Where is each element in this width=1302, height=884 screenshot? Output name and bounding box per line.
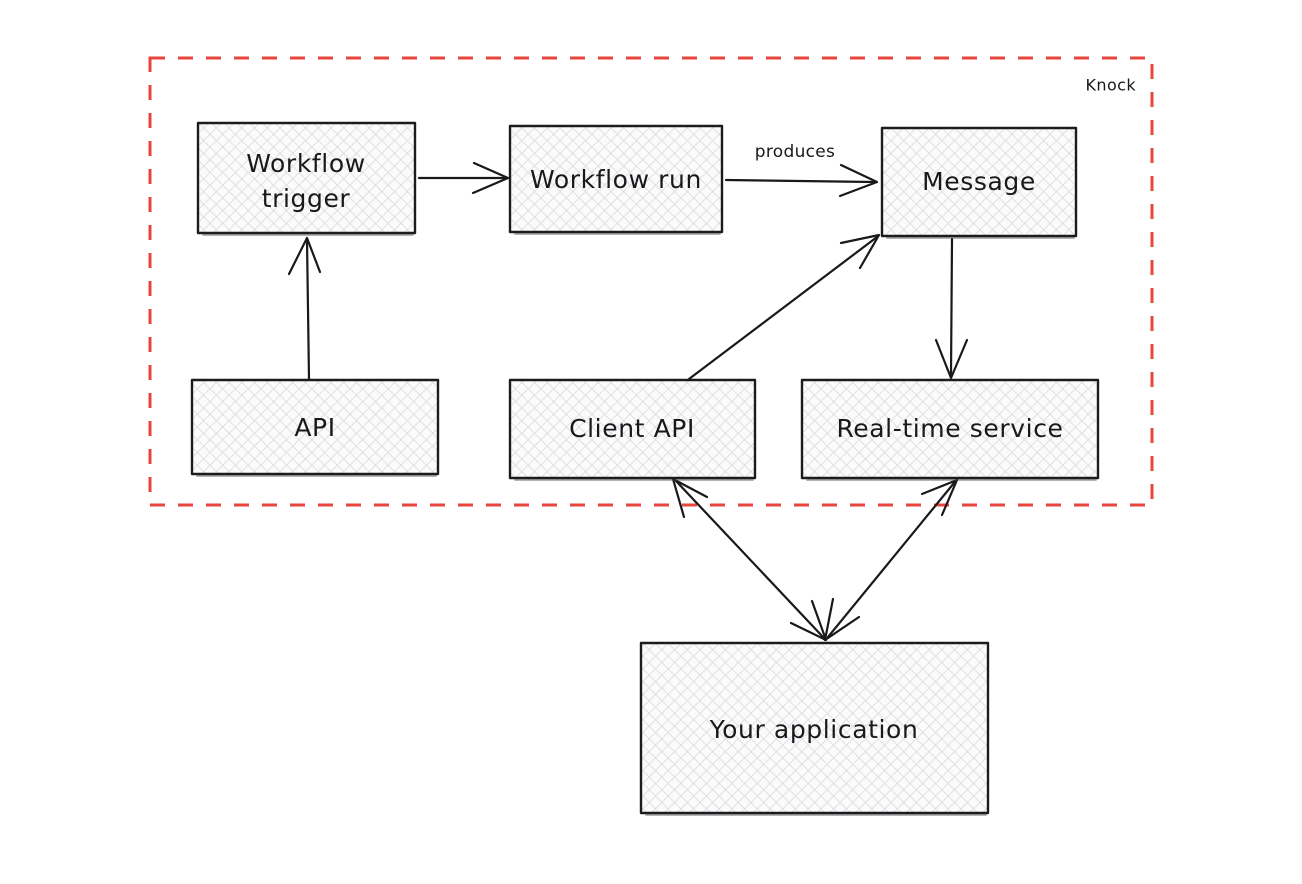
node-your-application-label: Your application: [709, 715, 919, 744]
edge-client-api-to-message: [687, 233, 881, 381]
node-workflow-run[interactable]: Workflow run: [508, 124, 724, 235]
node-real-time-service-rect[interactable]: [800, 378, 1100, 480]
node-real-time-service-label: Real-time service: [836, 414, 1063, 443]
node-api[interactable]: API: [190, 378, 440, 477]
node-workflow-trigger-rect[interactable]: [196, 121, 417, 235]
node-api-label: API: [294, 413, 335, 442]
edge-label-produces: produces: [755, 142, 835, 162]
knock-group-label: Knock: [1086, 76, 1137, 95]
node-your-application[interactable]: Your application: [639, 641, 990, 816]
node-workflow-trigger[interactable]: Workflow trigger: [196, 121, 417, 236]
edge-workflow-trigger-to-workflow-run: [417, 161, 510, 195]
node-client-api-rect[interactable]: [508, 378, 757, 480]
knock-boundary-rect: [148, 56, 1154, 507]
node-workflow-run-rect[interactable]: [508, 124, 724, 234]
node-message-label: Message: [922, 167, 1036, 196]
edge-your-application-to-client-api: [671, 477, 828, 642]
node-your-application-rect[interactable]: [639, 641, 990, 815]
node-real-time-service[interactable]: Real-time service: [800, 378, 1100, 481]
node-workflow-trigger-label-line-2: trigger: [262, 184, 351, 213]
edge-workflow-run-to-message: produces: [724, 142, 879, 198]
node-workflow-run-label: Workflow run: [530, 165, 702, 194]
edge-message-to-real-time-service: [934, 237, 969, 380]
knock-group-boundary: Knock: [148, 56, 1154, 507]
node-message-rect[interactable]: [880, 126, 1078, 238]
node-api-rect[interactable]: [190, 378, 440, 476]
node-client-api-label: Client API: [569, 414, 695, 443]
node-message[interactable]: Message: [880, 126, 1078, 239]
node-client-api[interactable]: Client API: [508, 378, 757, 481]
edge-api-to-workflow-trigger: [287, 236, 322, 381]
node-workflow-trigger-label-line-1: Workflow: [246, 149, 366, 178]
